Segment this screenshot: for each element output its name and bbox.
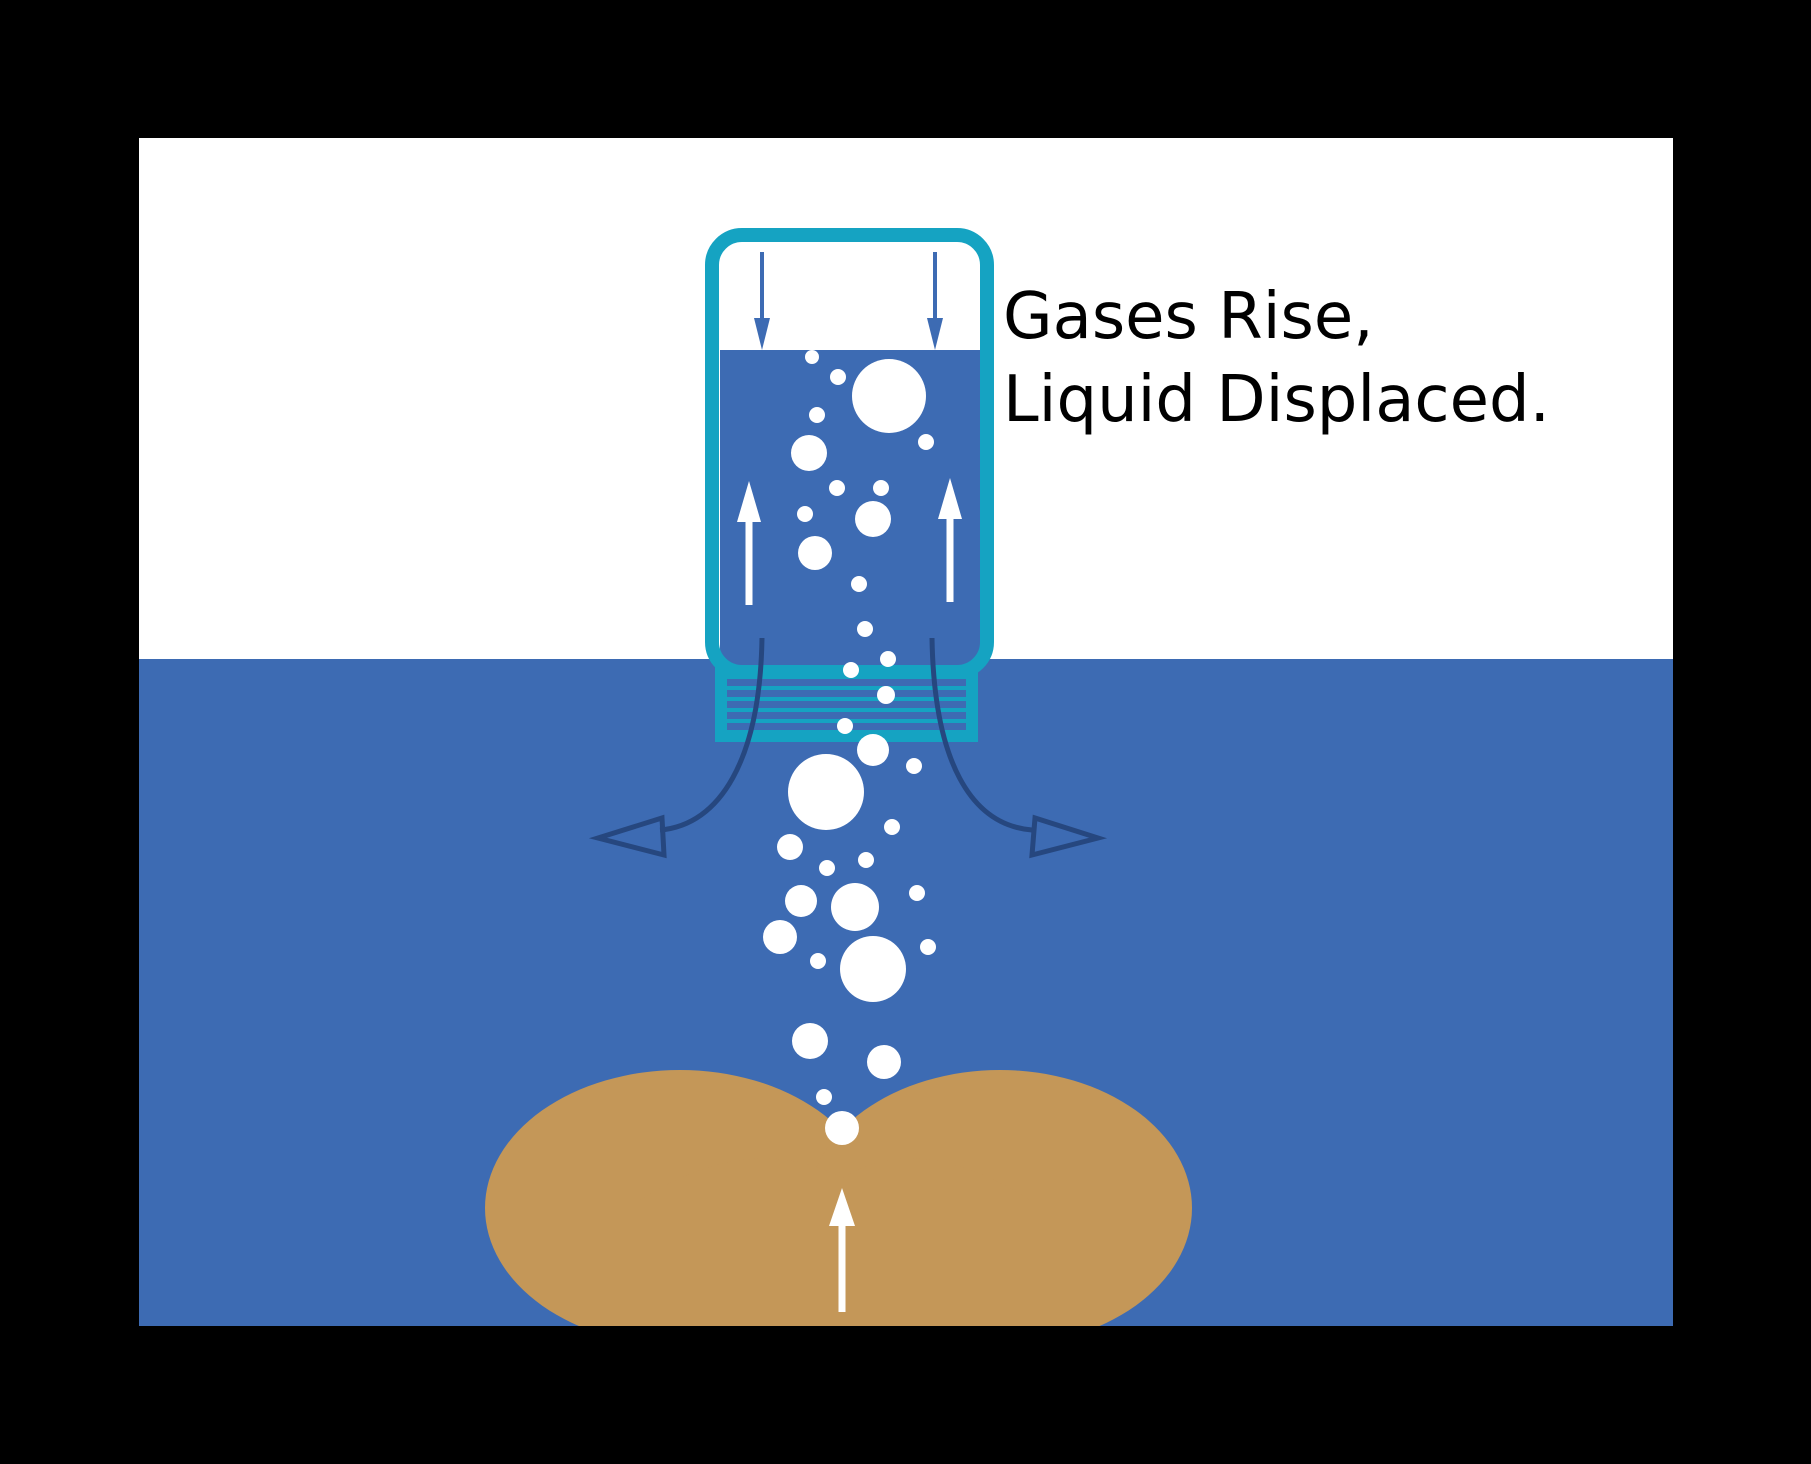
mound-rise-arrow bbox=[829, 1188, 855, 1312]
jar-water bbox=[720, 350, 981, 670]
displaced-liquid-arrows bbox=[588, 637, 1108, 859]
jar-rise-arrows bbox=[737, 478, 962, 605]
caption-line-2: Liquid Displaced. bbox=[1003, 363, 1550, 437]
gas-bubble-icon bbox=[763, 350, 936, 1145]
caption-line-1: Gases Rise, bbox=[1003, 280, 1374, 354]
sediment-mound-icon bbox=[485, 1070, 1192, 1326]
gas-push-down-arrows bbox=[754, 252, 943, 350]
